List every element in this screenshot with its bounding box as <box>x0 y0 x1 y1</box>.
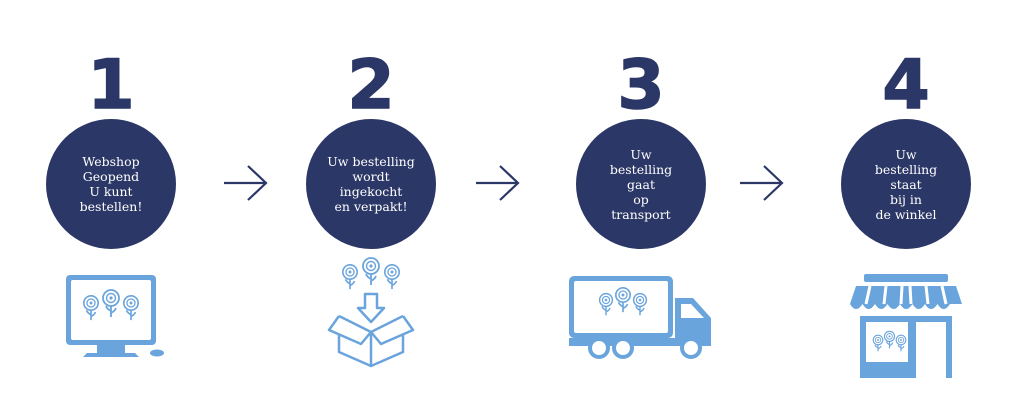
step-number: 3 <box>617 46 666 125</box>
shop-icon <box>850 274 962 378</box>
step-circle: Webshop Geopend U kunt bestellen! <box>46 119 176 249</box>
step-text: Webshop Geopend U kunt bestellen! <box>79 154 143 214</box>
arrow-right-icon <box>740 165 784 201</box>
step-2: 2 Uw bestelling wordt ingekocht en verpa… <box>271 0 471 420</box>
step-text: Uw bestelling wordt ingekocht en verpakt… <box>327 154 415 214</box>
computer-flowers-icon <box>66 275 164 357</box>
step-circle: Uw bestelling gaat op transport <box>576 119 706 249</box>
step-3: 3 Uw bestelling gaat op transport <box>541 0 741 420</box>
step-circle: Uw bestelling wordt ingekocht en verpakt… <box>306 119 436 249</box>
step-text: Uw bestelling staat bij in de winkel <box>874 146 938 222</box>
arrow-right-icon <box>224 165 268 201</box>
box-flowers-icon <box>327 257 415 368</box>
step-text: Uw bestelling gaat op transport <box>609 146 673 222</box>
step-4: 4 Uw bestelling staat bij in de winkel <box>806 0 1006 420</box>
arrow-right-icon <box>476 165 520 201</box>
step-number: 2 <box>347 46 396 125</box>
truck-icon <box>569 276 711 359</box>
step-1: 1 Webshop Geopend U kunt bestellen! <box>11 0 211 420</box>
step-number: 4 <box>882 46 931 125</box>
step-number: 1 <box>87 46 136 125</box>
step-circle: Uw bestelling staat bij in de winkel <box>841 119 971 249</box>
